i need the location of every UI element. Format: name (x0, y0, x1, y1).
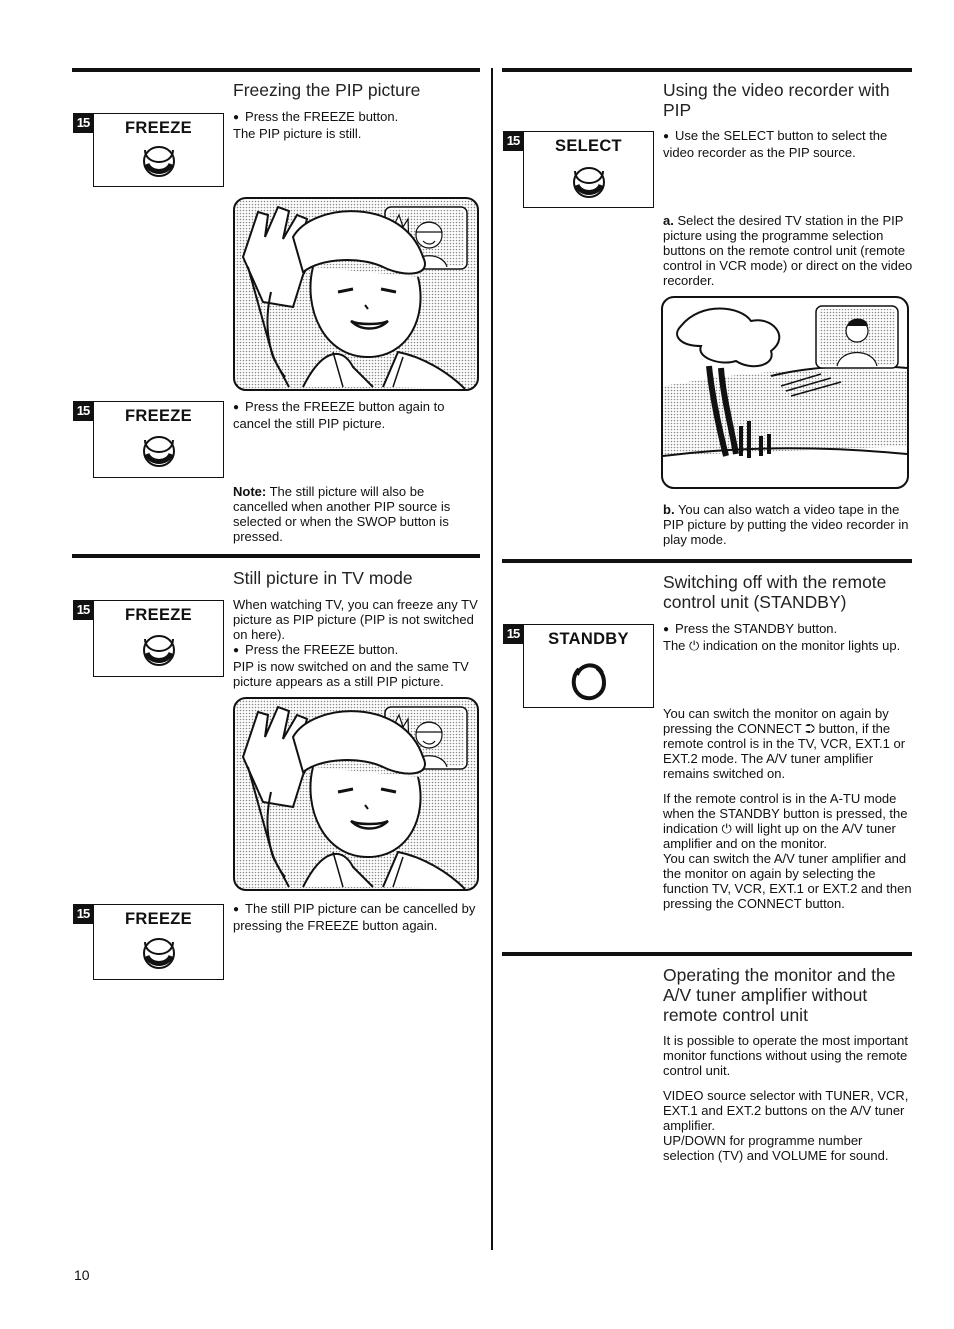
step-text: Press the STANDBY button. (663, 621, 913, 638)
intro-text: When watching TV, you can freeze any TV … (233, 597, 478, 642)
power-icon: ⏻ (721, 821, 732, 836)
heading-no-remote: Operating the monitor and the A/V tuner … (663, 965, 896, 1025)
note-text: The still picture will also be cancelled… (233, 484, 451, 544)
still-tv-step-2: The still PIP picture can be cancelled b… (233, 901, 483, 933)
select-button-icon[interactable] (571, 165, 607, 201)
standby-step-1: Press the STANDBY button. The ⏻ indicati… (663, 621, 913, 653)
no-remote-text: It is possible to operate the most impor… (663, 1033, 913, 1163)
step-b-label: b. (663, 502, 675, 517)
step-result: The PIP picture is still. (233, 126, 362, 141)
page-ref-tag: 15 (73, 600, 93, 620)
section-rule (72, 554, 480, 558)
step-result: The ⏻ indication on the monitor lights u… (663, 638, 901, 653)
freeze-step-2: Press the FREEZE button again to cancel … (233, 399, 478, 431)
page-number: 10 (74, 1267, 90, 1283)
standby-para-3: You can switch the A/V tuner amplifier a… (663, 851, 912, 911)
freeze-button-icon[interactable] (141, 936, 177, 972)
freeze-button-panel: FREEZE (93, 113, 224, 187)
no-remote-para-2: VIDEO source selector with TUNER, VCR, E… (663, 1088, 909, 1133)
page-ref-tag: 15 (73, 401, 93, 421)
step-text: Use the SELECT button to select the vide… (663, 128, 913, 160)
column-divider (491, 68, 493, 1250)
freeze-button-label: FREEZE (125, 606, 192, 624)
select-button-label: SELECT (555, 137, 622, 155)
step-b-text: You can also watch a video tape in the P… (663, 502, 909, 547)
standby-paragraphs: You can switch the monitor on again by p… (663, 706, 913, 911)
freeze-step-1: Press the FREEZE button. The PIP picture… (233, 109, 478, 141)
still-tv-text: When watching TV, you can freeze any TV … (233, 597, 483, 689)
section-rule (502, 952, 912, 956)
freeze-button-label: FREEZE (125, 910, 192, 928)
standby-power-icon[interactable] (569, 659, 609, 701)
landscape-screen-illustration (661, 296, 909, 489)
select-button-panel: SELECT (523, 131, 654, 208)
page-ref-tag: 15 (503, 131, 523, 151)
freeze-button-label: FREEZE (125, 407, 192, 425)
section-rule (72, 68, 480, 72)
video-step-a: a. Select the desired TV station in the … (663, 213, 913, 288)
page-ref-tag: 15 (503, 624, 523, 644)
section-rule (502, 559, 912, 563)
note-label: Note: (233, 484, 267, 499)
standby-para-1: You can switch the monitor on again by p… (663, 706, 906, 781)
standby-button-label: STANDBY (548, 630, 629, 648)
power-icon: ⏻ (689, 638, 700, 653)
standby-button-panel: STANDBY (523, 624, 654, 708)
standby-para-2: If the remote control is in the A-TU mod… (663, 791, 908, 851)
heading-standby: Switching off with the remote control un… (663, 572, 887, 612)
heading-freezing-pip: Freezing the PIP picture (233, 80, 421, 100)
page-ref-tag: 15 (73, 904, 93, 924)
freeze-button-icon[interactable] (141, 633, 177, 669)
no-remote-para-3: UP/DOWN for programme number selection (… (663, 1133, 889, 1163)
step-text: Press the FREEZE button again to cancel … (233, 399, 478, 431)
heading-still-tv: Still picture in TV mode (233, 568, 413, 588)
video-step-1: Use the SELECT button to select the vide… (663, 128, 913, 160)
freeze-button-icon[interactable] (141, 434, 177, 470)
step-a-label: a. (663, 213, 674, 228)
section-rule (502, 68, 912, 72)
freeze-button-panel: FREEZE (93, 904, 224, 980)
video-step-b: b. You can also watch a video tape in th… (663, 502, 913, 547)
no-remote-para-1: It is possible to operate the most impor… (663, 1033, 908, 1078)
connect-icon: ⮊ (805, 721, 815, 736)
step-text: The still PIP picture can be cancelled b… (233, 901, 483, 933)
freeze-button-panel: FREEZE (93, 401, 224, 478)
page-ref-tag: 15 (73, 113, 93, 133)
freeze-note: Note: The still picture will also be can… (233, 484, 478, 544)
step-text: Press the FREEZE button. (233, 642, 483, 659)
tv-screen-illustration (233, 697, 480, 892)
step-result: PIP is now switched on and the same TV p… (233, 659, 469, 689)
freeze-button-label: FREEZE (125, 119, 192, 137)
heading-video-recorder: Using the video recorder with PIP (663, 80, 890, 120)
step-text: Press the FREEZE button. (233, 109, 478, 126)
freeze-button-icon[interactable] (141, 144, 177, 180)
tv-screen-illustration (233, 197, 480, 392)
step-a-text: Select the desired TV station in the PIP… (663, 213, 913, 288)
freeze-button-panel: FREEZE (93, 600, 224, 677)
